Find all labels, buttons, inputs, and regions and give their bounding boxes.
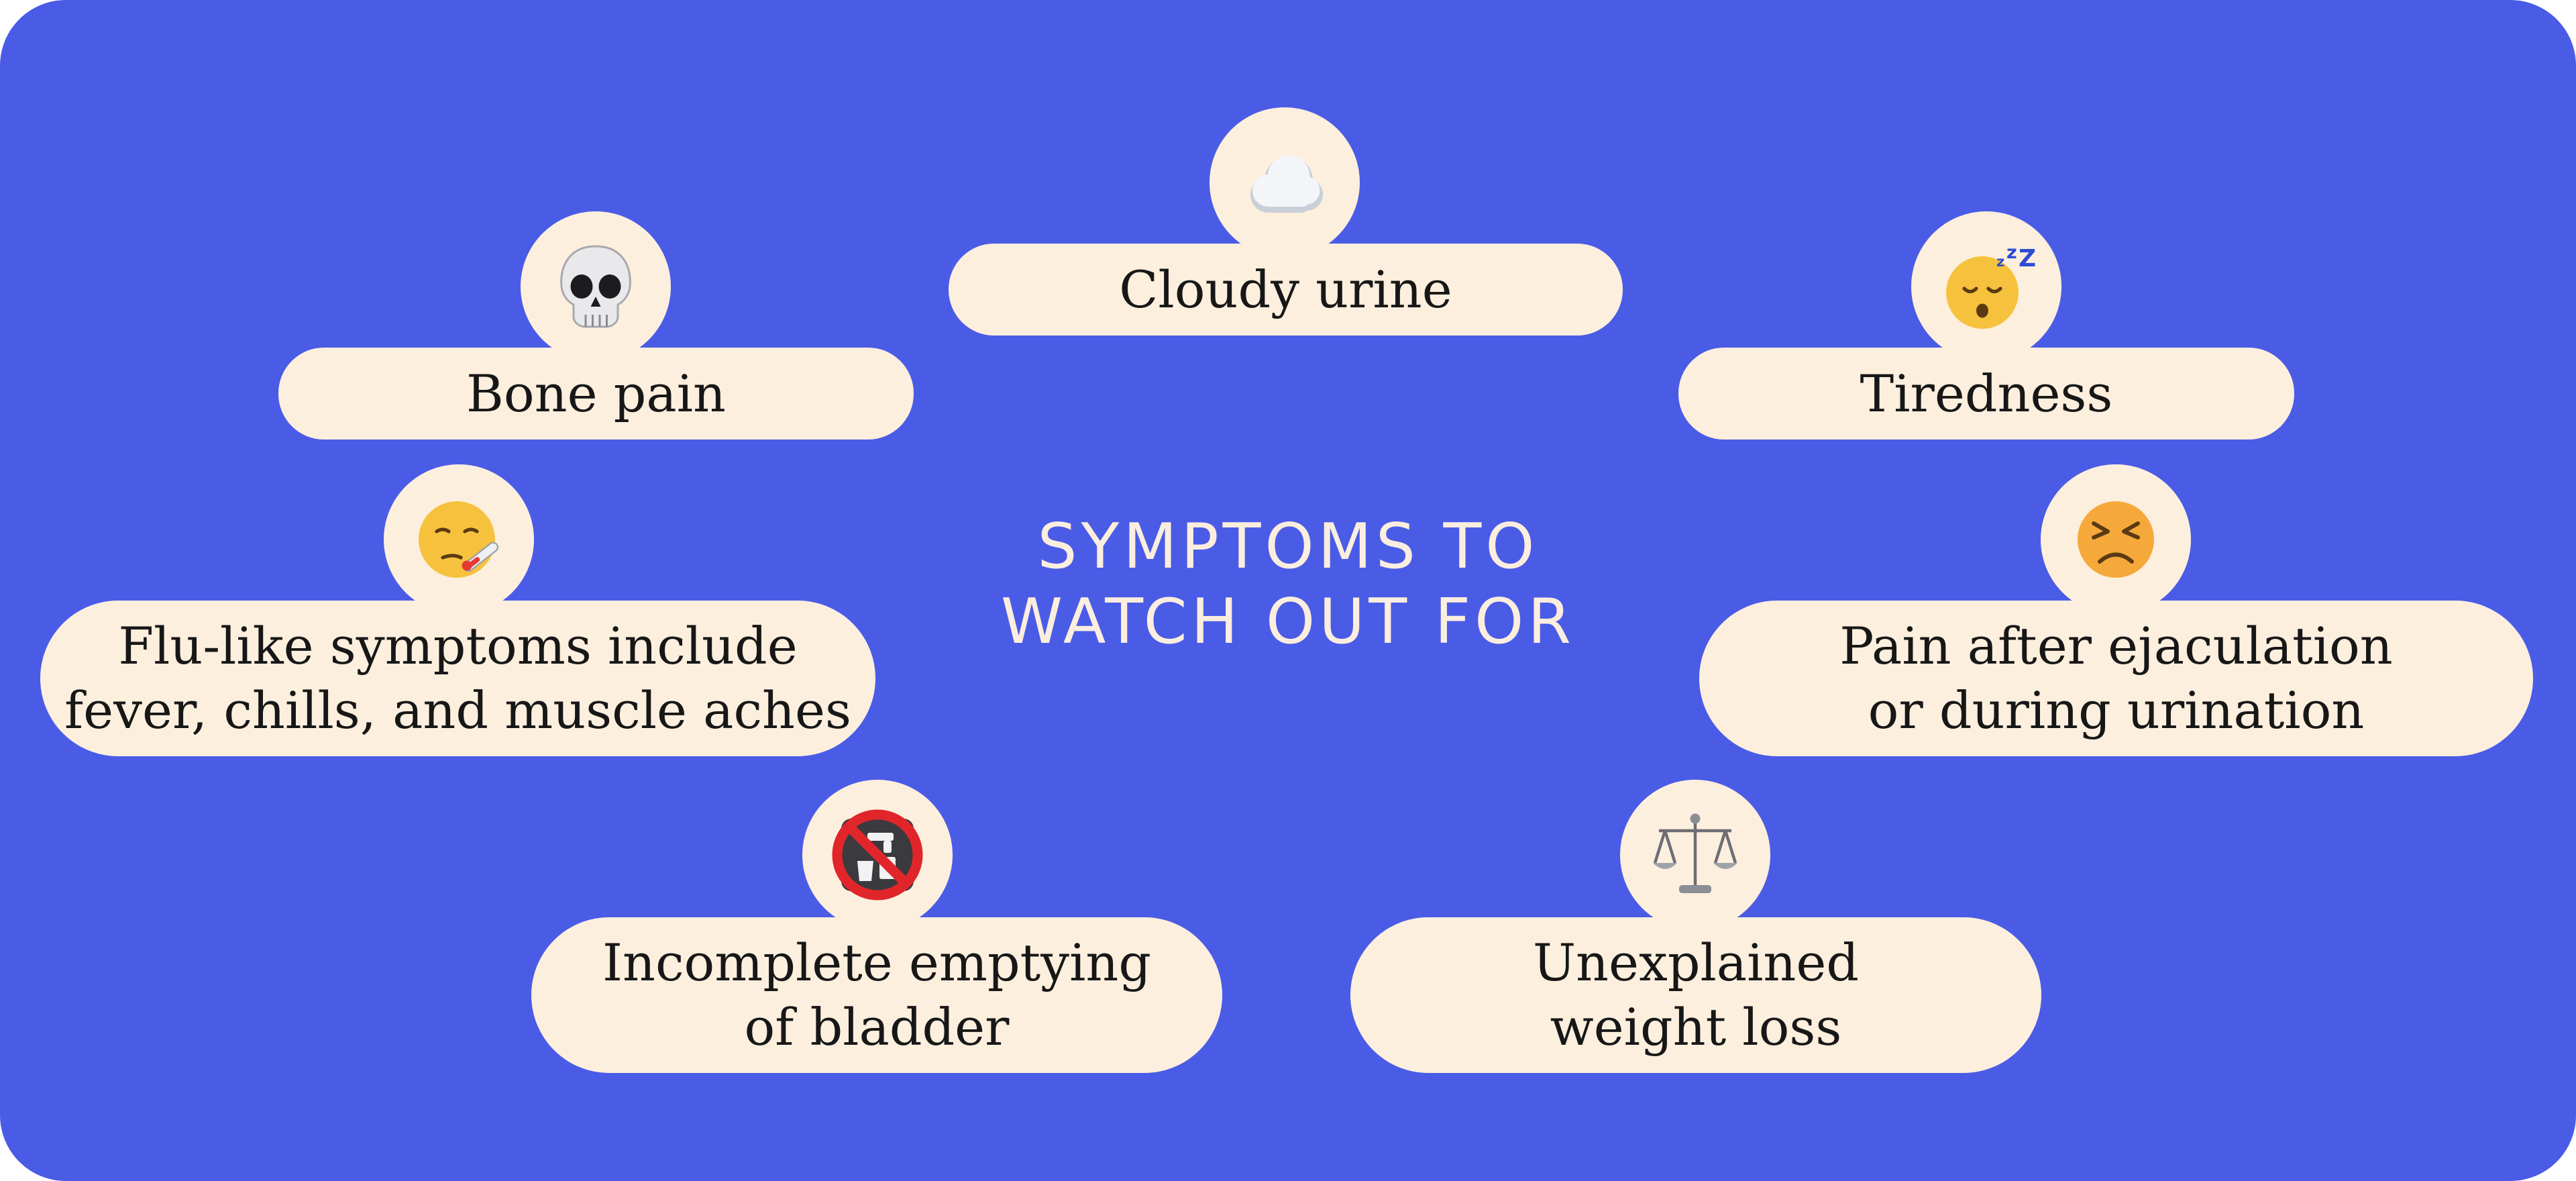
persevering-face-icon [2041,464,2191,615]
symptom-label: Bone pain [466,363,726,423]
symptom-label-line-2: weight loss [1550,997,1842,1057]
sleeping-face-icon: z z Z [1911,211,2061,362]
svg-text:z: z [2006,242,2017,263]
symptom-card-bone-pain: Bone pain [278,348,914,440]
symptom-label-line-1: Unexplained [1533,933,1859,992]
symptom-label-line-1: Flu-like symptoms include [118,616,798,676]
infographic-title: SYMPTOMS TO WATCH OUT FOR [885,509,1690,659]
title-line-1: SYMPTOMS TO [1037,510,1539,582]
symptom-label-line-2: fever, chills, and muscle aches [64,680,851,740]
symptom-label-line-2: or during urination [1868,680,2365,740]
symptom-label-line-2: of bladder [744,997,1010,1057]
non-potable-water-icon [802,780,953,930]
face-with-thermometer-icon [384,464,534,615]
symptom-card-flu-like-symptoms: Flu-like symptoms include fever, chills,… [40,601,875,756]
skull-icon [521,211,671,362]
symptom-label: Cloudy urine [1119,259,1452,319]
symptom-card-unexplained-weight-loss: Unexplained weight loss [1350,917,2041,1073]
symptom-card-tiredness: Tiredness [1678,348,2294,440]
cloud-icon [1210,107,1360,258]
symptom-card-pain-after-ejaculation: Pain after ejaculation or during urinati… [1699,601,2533,756]
balance-scale-icon [1620,780,1770,930]
title-line-2: WATCH OUT FOR [1000,585,1575,658]
symptom-label-line-1: Pain after ejaculation [1839,616,2393,676]
symptom-card-cloudy-urine: Cloudy urine [949,244,1623,336]
symptom-card-incomplete-bladder-emptying: Incomplete emptying of bladder [531,917,1222,1073]
svg-text:Z: Z [2019,245,2036,272]
symptom-label-line-1: Incomplete emptying [602,933,1152,992]
symptom-label: Tiredness [1860,363,2113,423]
svg-text:z: z [1996,254,2004,270]
